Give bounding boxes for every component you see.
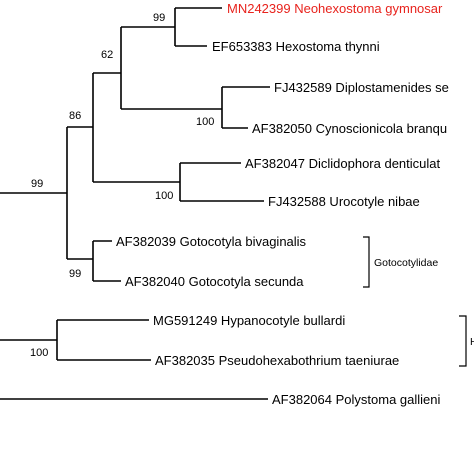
taxon-label: AF382040 Gotocotyla secunda [125, 274, 304, 289]
bracket-second-clade [459, 315, 467, 367]
support-value: 99 [153, 12, 165, 24]
support-value: 86 [69, 110, 81, 122]
taxon-label: MN242399 Neohexostoma gymnosar [227, 1, 443, 16]
support-value: 100 [196, 116, 214, 128]
support-value: 62 [101, 49, 113, 61]
taxon-label: AF382050 Cynoscionicola branqu [252, 121, 447, 136]
clade-label-second: H [470, 336, 474, 348]
clade-labels: Gotocotylidae H [374, 257, 474, 348]
clade-brackets [363, 236, 467, 367]
taxon-label: MG591249 Hypanocotyle bullardi [153, 313, 345, 328]
taxon-labels: MN242399 Neohexostoma gymnosar EF653383 … [116, 1, 449, 407]
taxon-label: FJ432589 Diplostamenides se [274, 80, 449, 95]
taxon-label: FJ432588 Urocotyle nibae [268, 194, 420, 209]
support-values: 99 62 100 86 100 99 99 100 [30, 12, 214, 359]
tree-branches [0, 7, 270, 400]
support-value: 99 [31, 178, 43, 190]
bracket-gotocotylidae [363, 236, 370, 288]
taxon-label: AF382047 Diclidophora denticulat [245, 156, 441, 171]
taxon-label: AF382035 Pseudohexabothrium taeniurae [155, 353, 399, 368]
support-value: 100 [155, 190, 173, 202]
taxon-label: AF382064 Polystoma gallieni [272, 392, 440, 407]
support-value: 100 [30, 347, 48, 359]
taxon-label: EF653383 Hexostoma thynni [212, 39, 380, 54]
taxon-label: AF382039 Gotocotyla bivaginalis [116, 234, 307, 249]
support-value: 99 [69, 268, 81, 280]
clade-label-gotocotylidae: Gotocotylidae [374, 257, 438, 269]
